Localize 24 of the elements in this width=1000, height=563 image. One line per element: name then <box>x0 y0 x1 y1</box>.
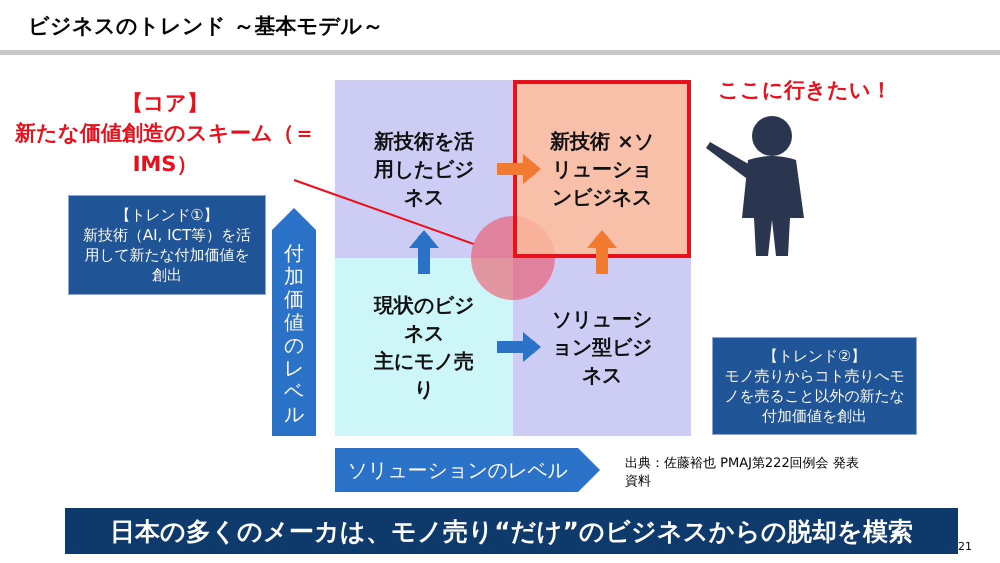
goal-text: ここに行きたい！ <box>718 77 893 104</box>
card-heading: 【トレンド①】 <box>115 204 219 225</box>
callout-heading: 【コア】 <box>122 90 208 117</box>
conclusion-banner: 日本の多くのメーカは、モノ売り“だけ”のビジネスからの脱却を模索 <box>65 508 958 554</box>
arrow <box>497 332 541 362</box>
matrix-quadrant: 現状のビジネス 主にモノ売り <box>335 258 513 436</box>
arrow <box>497 154 541 184</box>
arrow <box>409 230 439 274</box>
trend-card <box>68 195 266 295</box>
card-heading: 【トレンド②】 <box>762 346 866 366</box>
source-note: 出典：佐藤裕也 PMAJ第222回例会 発表資料 <box>625 455 860 490</box>
slide-title: ビジネスのトレンド ～基本モデル～ <box>28 13 384 40</box>
leader-line <box>294 179 474 245</box>
card-text: モノ売りからコト売りへモノを売ること以外の新たな付加価値を創出 <box>724 366 906 426</box>
matrix-quadrant: 新技術を活用したビジネス <box>335 80 513 258</box>
matrix-quadrant: ソリューション型ビジネス <box>513 258 691 436</box>
axis-arrow: 付加価値のレベル <box>272 208 316 436</box>
arrow <box>587 230 617 274</box>
card-text: 新技術（AI, ICT等）を活用して新たな付加価値を創出 <box>82 224 252 286</box>
target-quadrant: 新技術 ×ソリューションビジネス <box>513 80 691 258</box>
trend-card <box>712 337 917 435</box>
callout-text: 新たな価値創造のスキーム（＝IMS） <box>14 120 316 178</box>
axis-arrow: ソリューションのレベル <box>335 448 600 492</box>
page-number: 21 <box>958 540 973 553</box>
